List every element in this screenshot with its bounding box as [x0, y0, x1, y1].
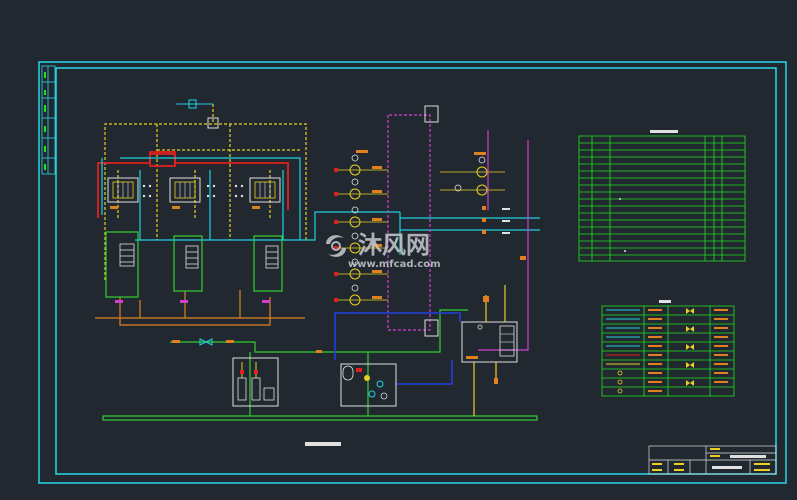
mfcad-logo-icon: [326, 235, 346, 257]
blue-loop: [334, 312, 461, 385]
watermark: 沐风网 www.mfcad.com: [326, 231, 441, 270]
boiler-icon: [249, 177, 281, 203]
pump-right-label: [474, 152, 486, 155]
inner-frame: [55, 67, 777, 475]
drain-lines: [95, 290, 305, 326]
left-title-strip: [41, 65, 56, 175]
pump-top-label: [356, 150, 368, 153]
pump-icon: [476, 156, 488, 178]
red-supply-loop: [97, 151, 289, 218]
header-bottom-tank: [424, 319, 439, 337]
pump-labels-right: [372, 166, 382, 299]
magenta-riser: [478, 130, 529, 351]
legend-symbols: [606, 309, 640, 394]
boiler-icon: [169, 177, 201, 203]
equipment-table-title: [650, 130, 678, 133]
drawing-title-bar: [305, 442, 341, 446]
riser-tags: [482, 206, 526, 260]
pump-icon: [349, 178, 361, 200]
green-main-pipe: [102, 309, 538, 421]
table-dot: [619, 198, 621, 200]
watermark-brand: 沐风网: [358, 231, 430, 259]
distributor-header: [387, 114, 431, 331]
water-tank-icon: [237, 377, 275, 401]
blue-tank-unit: [340, 363, 397, 407]
table-dot: [624, 250, 626, 252]
boiler-units: [107, 177, 281, 209]
riser-labels: [502, 208, 510, 234]
lower-unit-details: [119, 243, 279, 269]
header-top-tank: [424, 105, 439, 123]
boiler-room-box: [461, 321, 518, 363]
valve-marks-left: [334, 168, 338, 302]
cyan-return-network: [101, 157, 540, 255]
watermark-url: www.mfcad.com: [348, 259, 441, 270]
legend-valve-icons: [686, 308, 694, 386]
title-block: [648, 445, 777, 475]
outer-frame: [38, 61, 787, 484]
gas-inlet: [176, 99, 219, 129]
pump-branch-lines: [336, 169, 388, 301]
drain-valve-marks: [115, 300, 270, 303]
pump-icon: [349, 206, 361, 228]
legend-title: [659, 300, 671, 303]
pump-column-right: [454, 156, 488, 196]
left-strip-marks: [44, 72, 46, 170]
pump-icon: [349, 154, 361, 176]
drop-tag: [483, 296, 489, 302]
pump-icon: [349, 284, 361, 306]
green-line-tags: [172, 340, 322, 353]
drop-tag: [494, 378, 498, 384]
right-pump-lines: [440, 171, 505, 191]
water-treatment-unit: [232, 357, 279, 407]
title-block-marks: [652, 448, 770, 471]
boiler-icon: [107, 177, 139, 203]
equipment-table: [578, 135, 746, 262]
gas-pipe-network: [104, 104, 307, 280]
pump-column-left: [349, 154, 361, 306]
title-block-drawing-no: [712, 466, 742, 469]
title-block-name: [730, 455, 766, 458]
legend-table: [601, 305, 735, 397]
valve-icon: [199, 338, 213, 346]
lower-units: [105, 231, 283, 298]
legend-text-marks: [648, 309, 728, 392]
